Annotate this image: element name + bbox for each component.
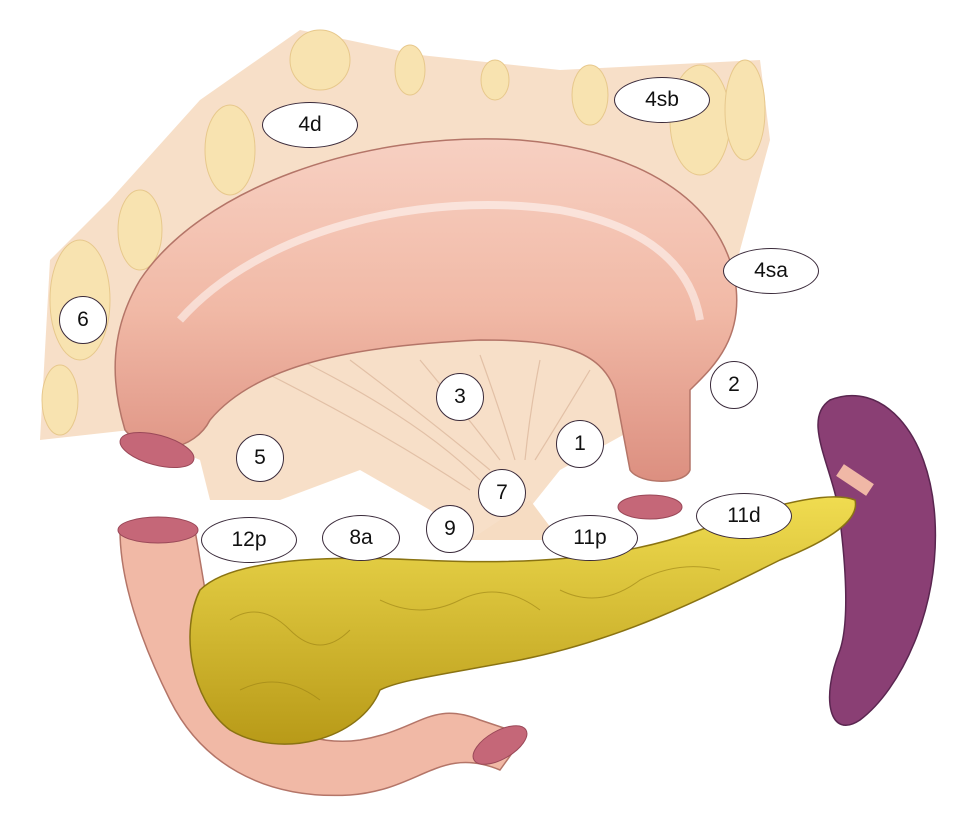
stomach — [114, 138, 738, 482]
station-4sb-label: 4sb — [614, 77, 710, 123]
station-11p-label: 11p — [542, 515, 638, 561]
station-2-label: 2 — [710, 361, 758, 409]
station-12p-label: 12p — [201, 517, 297, 563]
station-4d-label: 4d — [262, 102, 358, 148]
station-3-label: 3 — [436, 373, 484, 421]
spleen — [817, 394, 937, 726]
station-8a-label: 8a — [322, 515, 400, 561]
station-1-label: 1 — [556, 420, 604, 468]
station-4sa-label: 4sa — [723, 248, 819, 294]
station-5-label: 5 — [236, 434, 284, 482]
station-11d-label: 11d — [696, 493, 792, 539]
artery-lumen — [617, 494, 683, 520]
duodenum-lumen — [117, 516, 199, 544]
station-7-label: 7 — [478, 469, 526, 517]
pylorus-lumen — [119, 431, 195, 469]
station-6-label: 6 — [59, 296, 107, 344]
jejunum-lumen — [472, 725, 528, 765]
lesser-omentum-vessels — [259, 354, 591, 491]
station-9-label: 9 — [426, 505, 474, 553]
